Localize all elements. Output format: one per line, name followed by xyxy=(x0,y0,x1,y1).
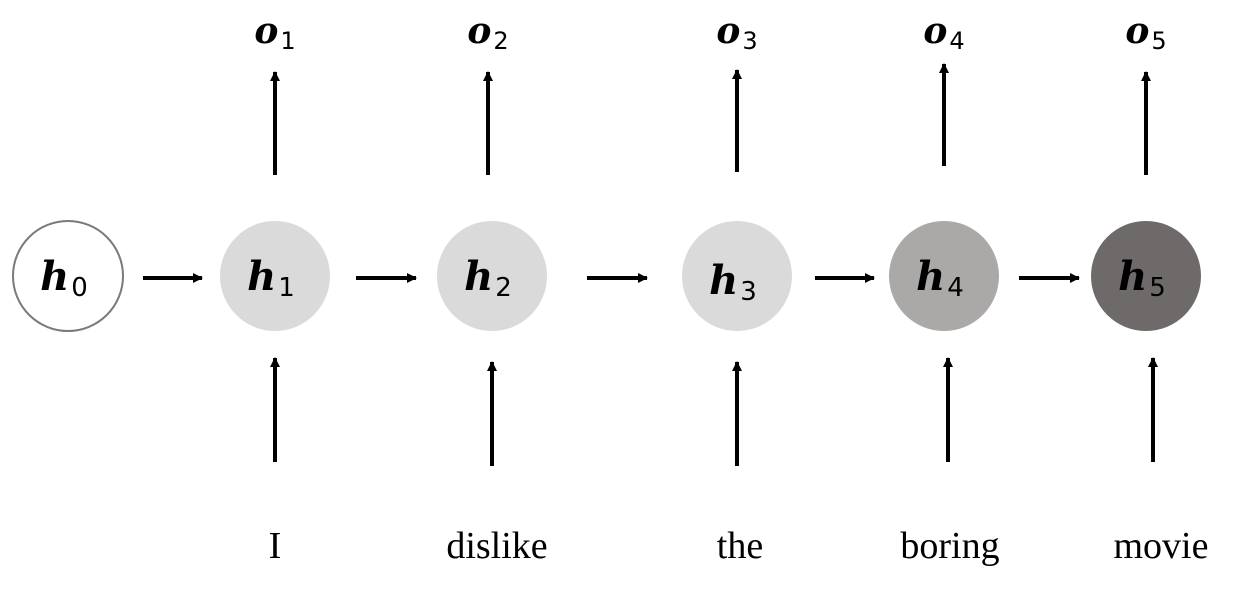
input-word-2: dislike xyxy=(446,525,547,567)
hidden-state-subscript: 0 xyxy=(71,273,88,303)
output-label-2: o2 xyxy=(467,10,508,55)
input-word-4: boring xyxy=(900,525,999,567)
hidden-state-circle-4 xyxy=(889,221,999,331)
hidden-state-node-4: h4 xyxy=(889,221,999,331)
hidden-state-label-4: h4 xyxy=(916,253,964,303)
input-word-1: I xyxy=(269,525,282,567)
hidden-state-label-2: h2 xyxy=(464,253,512,303)
hidden-state-label-5: h5 xyxy=(1118,253,1166,303)
hidden-state-letter: h xyxy=(916,253,945,300)
hidden-state-subscript: 4 xyxy=(947,273,964,303)
hidden-state-subscript: 1 xyxy=(278,273,295,303)
hidden-state-node-0: h0 xyxy=(12,220,124,332)
hidden-state-subscript: 3 xyxy=(740,277,757,307)
hidden-state-circle-5 xyxy=(1091,221,1201,331)
hidden-state-circle-0 xyxy=(12,220,124,332)
hidden-state-label-3: h3 xyxy=(709,257,757,307)
hidden-state-letter: h xyxy=(1118,253,1147,300)
hidden-state-circle-3 xyxy=(682,221,792,331)
hidden-state-letter: h xyxy=(709,257,738,304)
hidden-state-node-1: h1 xyxy=(220,221,330,331)
hidden-state-node-2: h2 xyxy=(437,221,547,331)
input-word-5: movie xyxy=(1114,525,1209,567)
hidden-state-node-3: h3 xyxy=(682,221,792,331)
hidden-state-label-0: h0 xyxy=(40,253,88,303)
hidden-state-letter: h xyxy=(247,253,276,300)
input-word-3: the xyxy=(717,525,763,567)
hidden-state-label-1: h1 xyxy=(247,253,295,303)
hidden-state-circle-2 xyxy=(437,221,547,331)
output-label-3: o3 xyxy=(716,10,757,55)
output-label-4: o4 xyxy=(923,10,964,55)
hidden-state-circle-1 xyxy=(220,221,330,331)
hidden-state-subscript: 2 xyxy=(495,273,512,303)
edges-layer xyxy=(143,63,1158,466)
hidden-state-letter: h xyxy=(40,253,69,300)
hidden-state-subscript: 5 xyxy=(1149,273,1166,303)
output-label-1: o1 xyxy=(254,10,295,55)
output-label-5: o5 xyxy=(1125,10,1166,55)
hidden-state-letter: h xyxy=(464,253,493,300)
hidden-state-node-5: h5 xyxy=(1091,221,1201,331)
